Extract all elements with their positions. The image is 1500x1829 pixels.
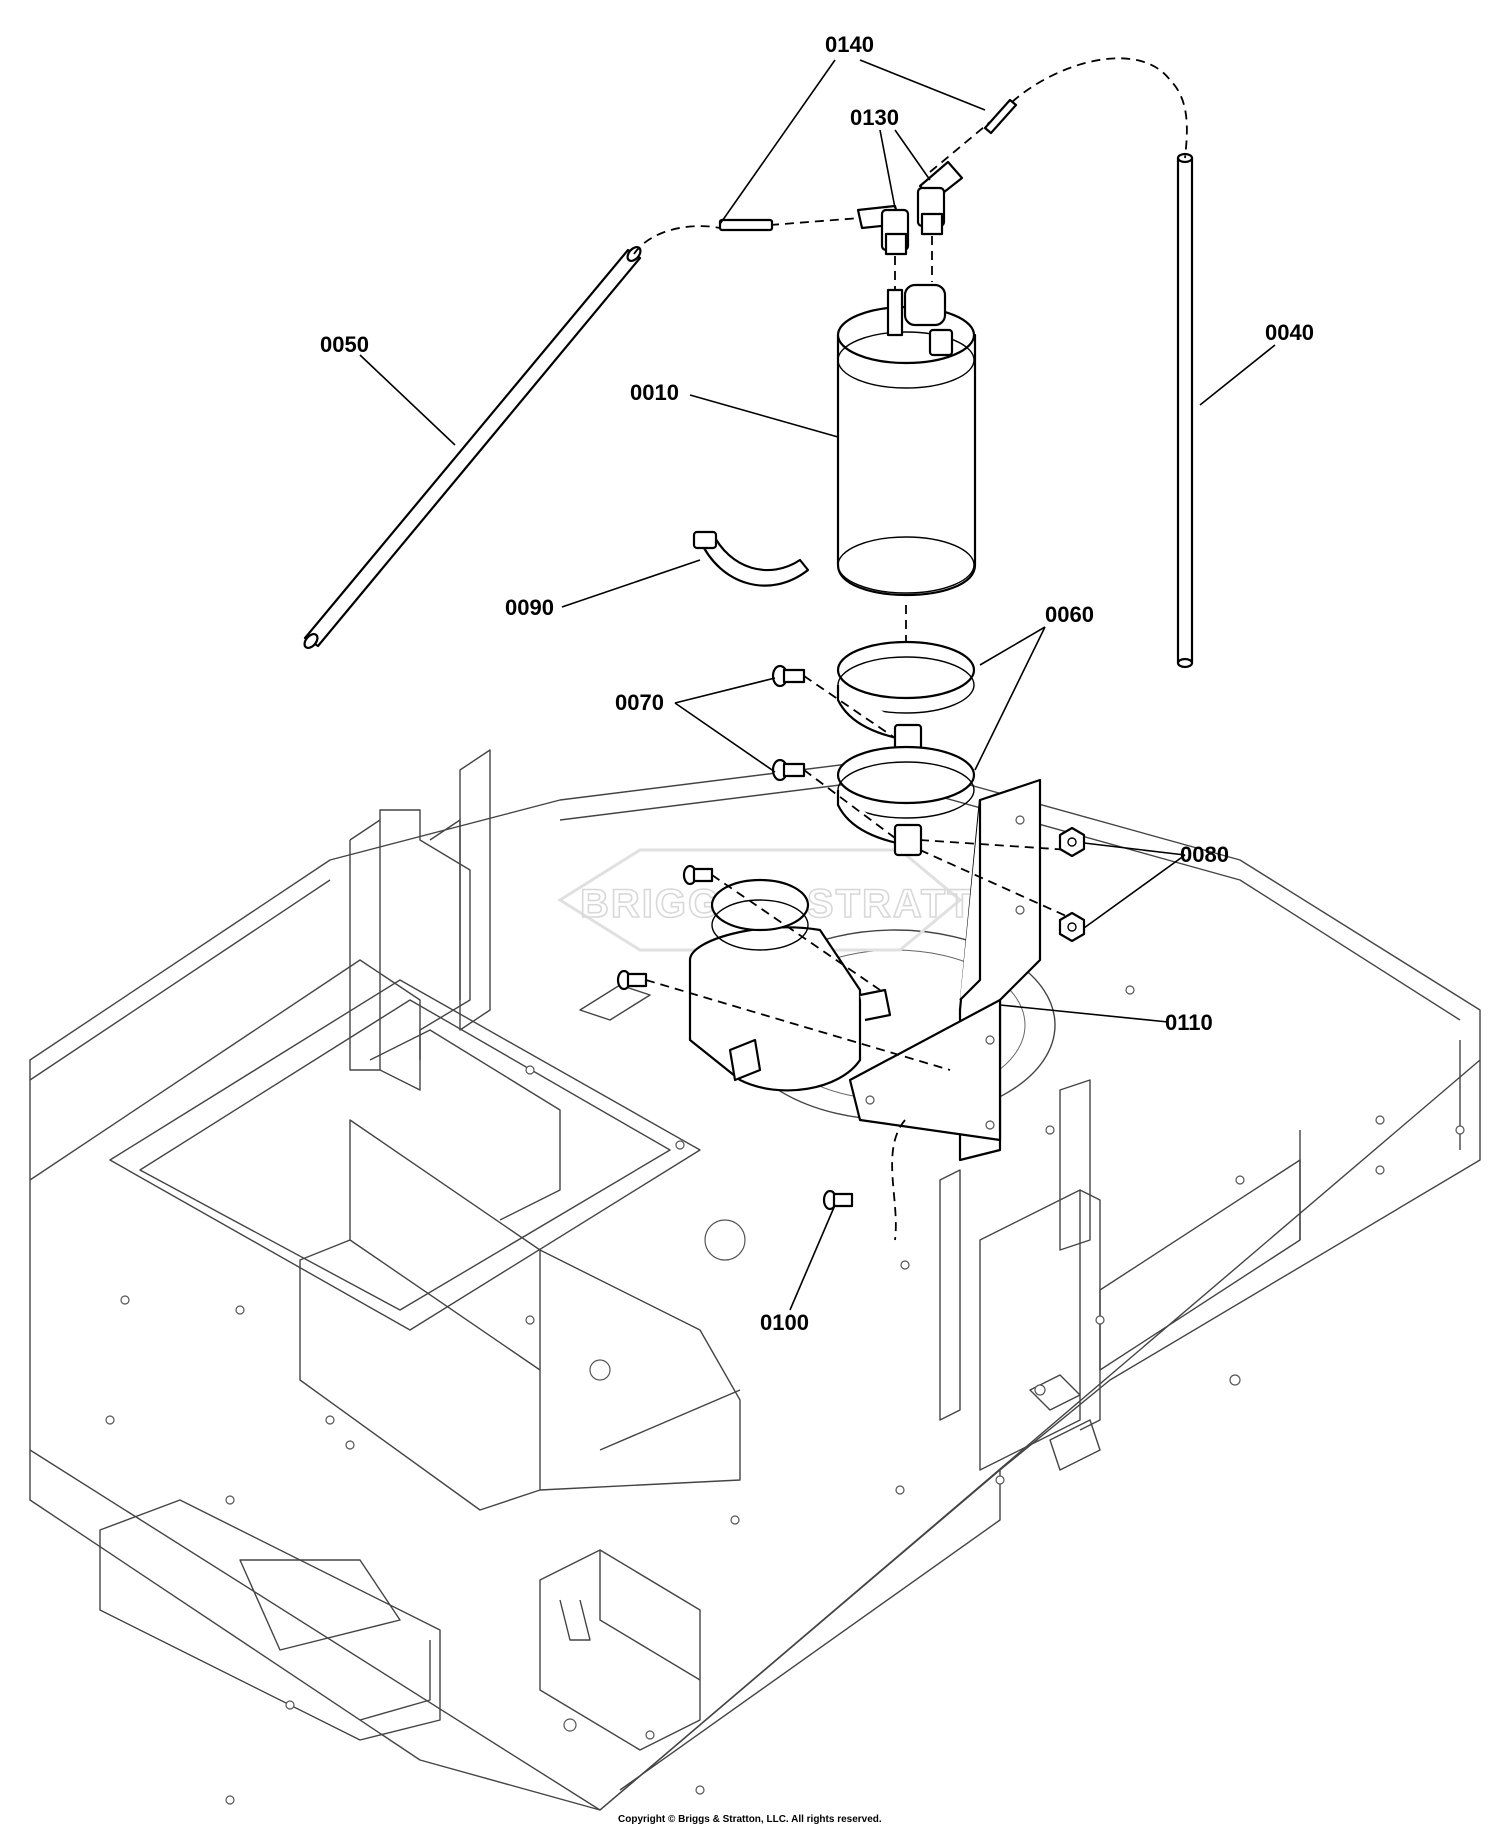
callout-0110: 0110	[1165, 1010, 1213, 1035]
bolt-0100	[616, 864, 951, 1211]
callout-0140: 0140	[825, 32, 874, 57]
callout-labels: 0140 0130 0050 0040 0010 0090 0060 0070 …	[320, 32, 1314, 1335]
cable-tie-0090	[692, 530, 810, 587]
nut-0080	[1058, 826, 1086, 943]
callout-0070: 0070	[615, 690, 664, 715]
drier-canister-0010	[836, 283, 977, 660]
callout-0010: 0010	[630, 380, 679, 405]
callout-0050: 0050	[320, 332, 369, 357]
frame-holes	[105, 985, 1465, 1805]
callout-0090: 0090	[505, 595, 554, 620]
reservoir	[688, 878, 892, 1092]
callout-0060: 0060	[1045, 602, 1094, 627]
callout-0040: 0040	[1265, 320, 1314, 345]
tube-0050	[303, 245, 642, 650]
chassis-frame: BRIGGS & STRATTON	[29, 749, 1481, 1811]
screw-0070	[771, 664, 896, 839]
callout-0080: 0080	[1180, 842, 1229, 867]
callout-0130: 0130	[850, 105, 899, 130]
elbow-fitting-0130	[856, 160, 964, 300]
leader-lines	[359, 59, 1276, 1311]
mounting-strap-0060	[836, 640, 976, 857]
bracket-0110	[848, 778, 1076, 1241]
tube-0040	[1176, 152, 1194, 669]
hose-0140	[633, 57, 1188, 255]
copyright-notice: Copyright © Briggs & Stratton, LLC. All …	[618, 1814, 882, 1825]
callout-0100: 0100	[760, 1310, 809, 1335]
